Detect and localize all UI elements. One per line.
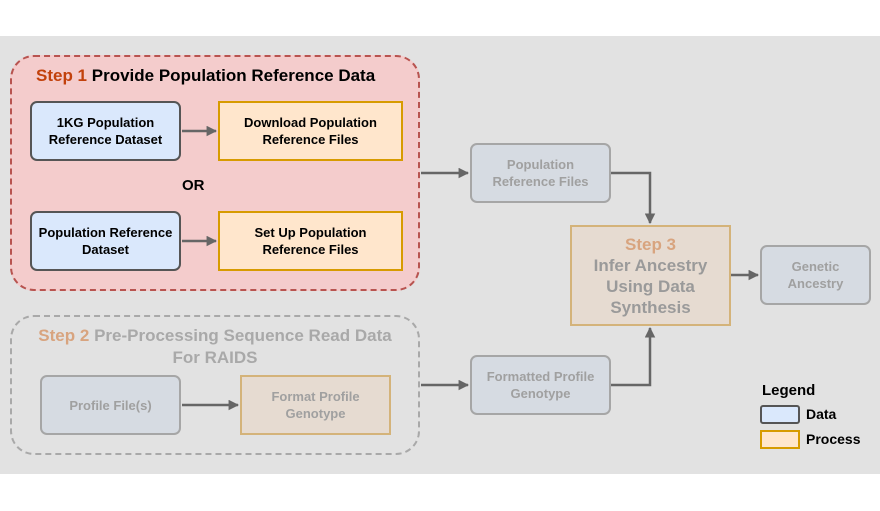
step2-title-line2: For RAIDS	[172, 348, 258, 367]
step3-prefix: Step 3	[624, 234, 677, 254]
step3-line2: Using Data	[606, 276, 695, 296]
step1-prefix: Step 1	[36, 66, 88, 85]
step3-line1: Infer Ancestry	[593, 255, 708, 275]
legend-data-label: Data	[806, 406, 837, 422]
setup-files-line1: Set Up Population	[254, 225, 367, 240]
arrow-popfiles-to-step3	[611, 171, 656, 225]
or-label: OR	[182, 177, 205, 194]
kg-dataset-line1: 1KG Population	[56, 115, 155, 130]
kg-dataset-line2: Reference Dataset	[48, 132, 163, 147]
step2-group	[10, 315, 420, 455]
step2-prefix: Step 2	[38, 326, 90, 345]
step3-line3: Synthesis	[610, 297, 691, 317]
format-genotype-line2: Genotype	[285, 406, 346, 421]
format-genotype-line1: Format Profile	[271, 389, 360, 404]
profile-files-node[interactable]: Profile File(s)	[40, 375, 181, 435]
step1-title-text: Provide Population Reference Data	[91, 66, 376, 85]
step3-node[interactable]: Step 3 Infer Ancestry Using Data Synthes…	[570, 225, 731, 326]
step1-title: Step 1 Provide Population Reference Data	[36, 65, 375, 87]
legend-data-swatch	[760, 405, 800, 424]
legend-title: Legend	[762, 382, 816, 399]
genetic-ancestry-line1: Genetic	[791, 259, 840, 274]
legend-process-swatch	[760, 430, 800, 449]
profile-files-label: Profile File(s)	[69, 397, 152, 413]
setup-files-line2: Reference Files	[262, 242, 359, 257]
legend-process-label: Process	[806, 431, 861, 447]
formatted-genotype-line2: Genotype	[510, 386, 571, 401]
pop-ref-files-line1: Population	[506, 157, 575, 172]
pop-ref-dataset-line1: Population Reference	[38, 225, 173, 240]
step2-title-line1: Pre-Processing Sequence Read Data	[94, 326, 392, 345]
formatted-genotype-line1: Formatted Profile	[486, 369, 595, 384]
pop-ref-files-line2: Reference Files	[492, 174, 589, 189]
download-files-line1: Download Population	[244, 115, 377, 130]
step2-title: Step 2 Pre-Processing Sequence Read Data…	[12, 325, 418, 369]
genetic-ancestry-line2: Ancestry	[787, 276, 844, 291]
pop-ref-dataset-line2: Dataset	[82, 242, 129, 257]
download-files-line2: Reference Files	[262, 132, 359, 147]
arrow-formatted-to-step3	[611, 326, 656, 387]
